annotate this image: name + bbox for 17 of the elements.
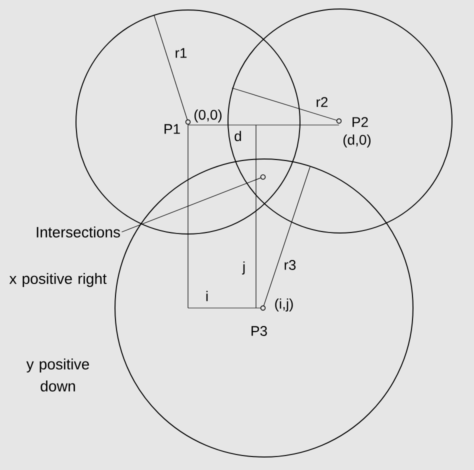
text-label: P3 — [252, 326, 267, 336]
leader-line — [121, 178, 261, 232]
text-label: r3 — [284, 260, 296, 270]
text-label: (d,0) — [343, 134, 371, 148]
text-label: j — [242, 261, 245, 275]
text-label: r2 — [316, 97, 328, 107]
text-label: Intersections — [36, 226, 120, 238]
text-label: P1 — [164, 124, 180, 134]
text-label: d — [234, 130, 241, 142]
text-label: r1 — [176, 48, 187, 58]
text-label: i — [206, 290, 208, 302]
text-label: (i,j) — [275, 298, 293, 312]
axis-note: x positive right — [9, 273, 107, 287]
text-label: P2 — [352, 117, 368, 127]
axis-note: y positive down — [26, 358, 89, 392]
intersection-point — [260, 174, 266, 180]
text-label: (0,0) — [194, 109, 222, 123]
